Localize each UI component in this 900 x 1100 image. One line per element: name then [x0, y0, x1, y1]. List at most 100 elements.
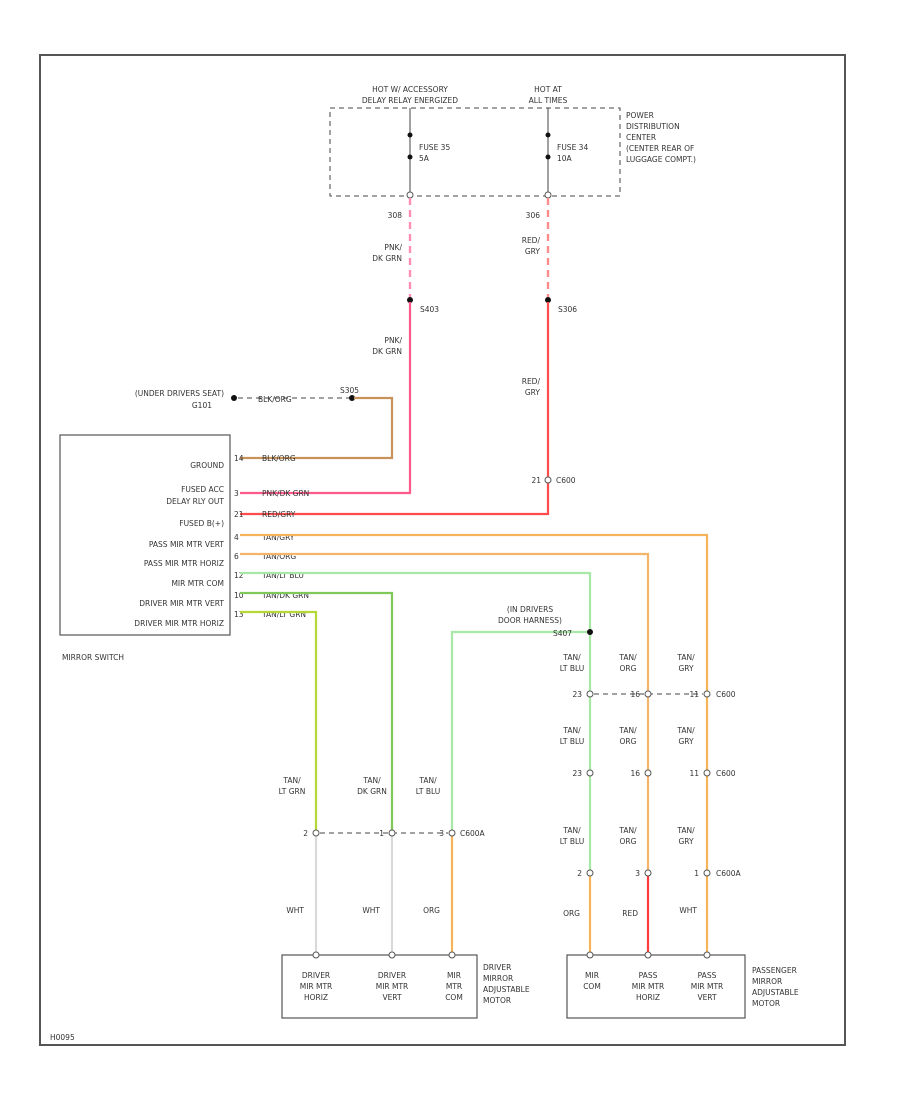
pass-row1-num-11: 11	[689, 690, 699, 699]
passenger-mirror-motor-box	[566, 954, 746, 1019]
switch-pin-num-12: 12	[234, 571, 244, 580]
pass-row1-conn-id: C600	[716, 690, 736, 699]
ground-location-1: (UNDER DRIVERS SEAT)	[135, 389, 224, 398]
pass-motor-pin-2	[644, 951, 652, 959]
pass-row2-num-16: 16	[630, 769, 640, 778]
pass-row2-pin-16	[644, 769, 652, 777]
pass-row1-pin-23	[586, 690, 594, 698]
pass-motor-wire-3: WHT	[679, 906, 697, 915]
c600-pin-21-id: C600	[556, 476, 576, 485]
switch-pin-num-4: 4	[234, 533, 239, 542]
pass-row1-pin-16	[644, 690, 652, 698]
pass-motor-p1-2: COM	[583, 982, 601, 991]
drv-motor-p2-1: DRIVER	[378, 971, 406, 980]
drv-pin-3	[448, 829, 456, 837]
switch-pin-label-delay: DELAY RLY OUT	[166, 497, 224, 506]
switch-pin-num-3: 3	[234, 489, 239, 498]
wire-306-color-2: GRY	[525, 247, 541, 256]
pass-motor-wire-1: ORG	[563, 909, 580, 918]
pass-row3-wire-org-1: TAN/	[618, 826, 637, 835]
pass-row3-pin-1	[703, 869, 711, 877]
pdc-label-1: POWER	[626, 111, 654, 120]
drv-motor-name-2: MIRROR	[483, 974, 513, 983]
pass-row2-wire-org-1: TAN/	[618, 726, 637, 735]
switch-pin-label-drv-horiz: DRIVER MIR MTR HORIZ	[134, 619, 224, 628]
switch-pin-num-14: 14	[234, 454, 244, 463]
driver-mirror-motor-box	[281, 954, 478, 1019]
splice-s407-dot	[587, 629, 593, 635]
pass-row2-wire-gry-2: GRY	[678, 737, 694, 746]
drv-motor-pin-3	[448, 951, 456, 959]
switch-pin-label-ground: GROUND	[190, 461, 224, 470]
switch-pin-label-fused-acc: FUSED ACC	[181, 485, 224, 494]
pass-motor-name-2: MIRROR	[752, 977, 782, 986]
switch-wire-tan-dk-grn: TAN/DK GRN	[261, 591, 309, 600]
fuse-35-rating: 5A	[419, 154, 430, 163]
hot-all-label-1: HOT AT	[534, 85, 562, 94]
pass-row2-num-11: 11	[689, 769, 699, 778]
drv-num-1: 1	[379, 829, 384, 838]
ground-wire-label: BLK/ORG	[258, 395, 292, 404]
diagram-frame	[39, 54, 846, 1046]
pdc-label-4: (CENTER REAR OF	[626, 144, 694, 153]
drv-motor-p1-1: DRIVER	[302, 971, 330, 980]
hot-acc-label-1: HOT W/ ACCESSORY	[372, 85, 448, 94]
pass-row2-wire-blu-1: TAN/	[562, 726, 581, 735]
pass-motor-p3-1: PASS	[698, 971, 717, 980]
switch-pin-num-10: 10	[234, 591, 244, 600]
switch-wire-tan-org: TAN/ORG	[261, 552, 296, 561]
pass-row3-num-1: 1	[694, 869, 699, 878]
pass-motor-name-4: MOTOR	[752, 999, 780, 1008]
fuse-34-rating: 10A	[557, 154, 573, 163]
drv-num-3: 3	[439, 829, 444, 838]
wire-red-gry-to-switch	[240, 302, 550, 516]
pdc-label-5: LUGGAGE COMPT.)	[626, 155, 696, 164]
pass-row1-num-23: 23	[572, 690, 582, 699]
pass-row2-pin-23	[586, 769, 594, 777]
switch-wire-tan-gry: TAN/GRY	[261, 533, 295, 542]
pass-row2-num-23: 23	[572, 769, 582, 778]
pass-motor-p1-1: MIR	[585, 971, 599, 980]
drv-motor-wire-2: WHT	[362, 906, 380, 915]
drv-pin-2	[312, 829, 320, 837]
diagram-code: H0095	[50, 1033, 75, 1042]
switch-pin-label-pass-vert: PASS MIR MTR VERT	[149, 540, 225, 549]
c600-pin-21-num: 21	[531, 476, 541, 485]
pass-row1-wire-org-1: TAN/	[618, 653, 637, 662]
pass-motor-p3-3: VERT	[697, 993, 717, 1002]
wire-308-code: 308	[388, 211, 403, 220]
switch-wire-red: RED/GRY	[262, 510, 296, 519]
pass-row1-pin-11	[703, 690, 711, 698]
drv-motor-p3-1: MIR	[447, 971, 461, 980]
pass-row2-pin-11	[703, 769, 711, 777]
drv-motor-name-3: ADJUSTABLE	[483, 985, 530, 994]
switch-pin-num-13: 13	[234, 610, 244, 619]
pass-row3-wire-org-2: ORG	[620, 837, 637, 846]
drv-motor-p2-3: VERT	[382, 993, 402, 1002]
switch-pin-label-mir-com: MIR MTR COM	[171, 579, 224, 588]
wire-red-label-1: RED/	[522, 377, 541, 386]
mirror-switch-name: MIRROR SWITCH	[62, 653, 124, 662]
door-harness-label-1: (IN DRIVERS	[507, 605, 553, 614]
pass-row2-wire-blu-2: LT BLU	[560, 737, 585, 746]
pass-row1-wire-org-2: ORG	[620, 664, 637, 673]
wire-tan-org-pass-horiz	[240, 552, 650, 875]
drv-wire-dgrn-2: DK GRN	[357, 787, 387, 796]
pass-row3-pin-3	[644, 869, 652, 877]
fuse-35-terminal	[406, 191, 414, 199]
pass-row3-wire-gry-1: TAN/	[676, 826, 695, 835]
splice-s305-label: S305	[340, 386, 359, 395]
splice-s407-label: S407	[553, 629, 572, 638]
drv-wire-lgrn-1: TAN/	[282, 776, 301, 785]
c600-pin-21	[544, 476, 552, 484]
drv-wire-lgrn-2: LT GRN	[279, 787, 306, 796]
pass-motor-pin-1	[586, 951, 594, 959]
pass-row1-wire-blu-1: TAN/	[562, 653, 581, 662]
splice-s305-dot	[349, 395, 355, 401]
fuse-34-top-node	[545, 132, 551, 138]
splice-s306-label: S306	[558, 305, 577, 314]
pass-row2-conn-id: C600	[716, 769, 736, 778]
drv-motor-name-4: MOTOR	[483, 996, 511, 1005]
drv-motor-wire-1: WHT	[286, 906, 304, 915]
